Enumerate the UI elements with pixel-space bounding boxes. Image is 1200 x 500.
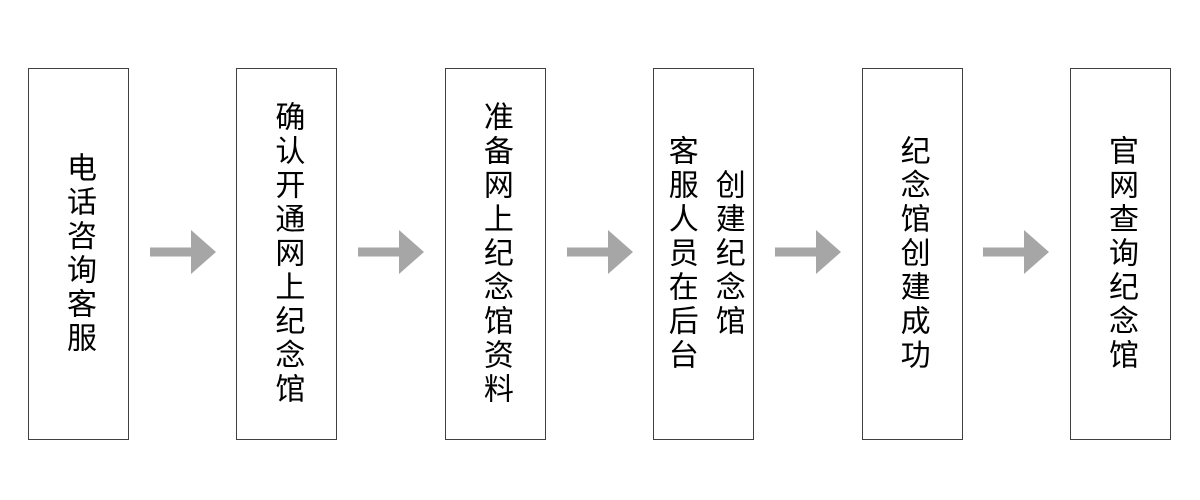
step-box-confirm-open: 确认开通网上纪念馆 [236,68,338,440]
step-box-website-query: 官网查询纪念馆 [1070,68,1172,440]
flow-arrow-1 [129,68,236,440]
right-arrow-icon [983,230,1050,274]
flow-arrow-5 [963,68,1070,440]
flow-arrow-2 [337,68,444,440]
step-label: 客服人员在后台 创建纪念馆 [663,135,744,373]
right-arrow-icon [358,230,425,274]
step-box-prepare-materials: 准备网上纪念馆资料 [444,68,546,440]
flow-arrow-3 [546,68,653,440]
flow-arrow-4 [754,68,861,440]
step-label: 纪念馆创建成功 [895,135,929,373]
step-label: 电话咨询客服 [62,152,95,356]
step-label: 确认开通网上纪念馆 [270,101,304,407]
right-arrow-icon [774,230,841,274]
step-box-create-success: 纪念馆创建成功 [861,68,963,440]
right-arrow-icon [566,230,633,274]
step-label: 准备网上纪念馆资料 [478,101,512,407]
step-label: 官网查询纪念馆 [1104,135,1138,373]
right-arrow-icon [149,230,216,274]
step-box-staff-create: 客服人员在后台 创建纪念馆 [653,68,755,440]
step-box-phone-consult: 电话咨询客服 [28,68,129,440]
